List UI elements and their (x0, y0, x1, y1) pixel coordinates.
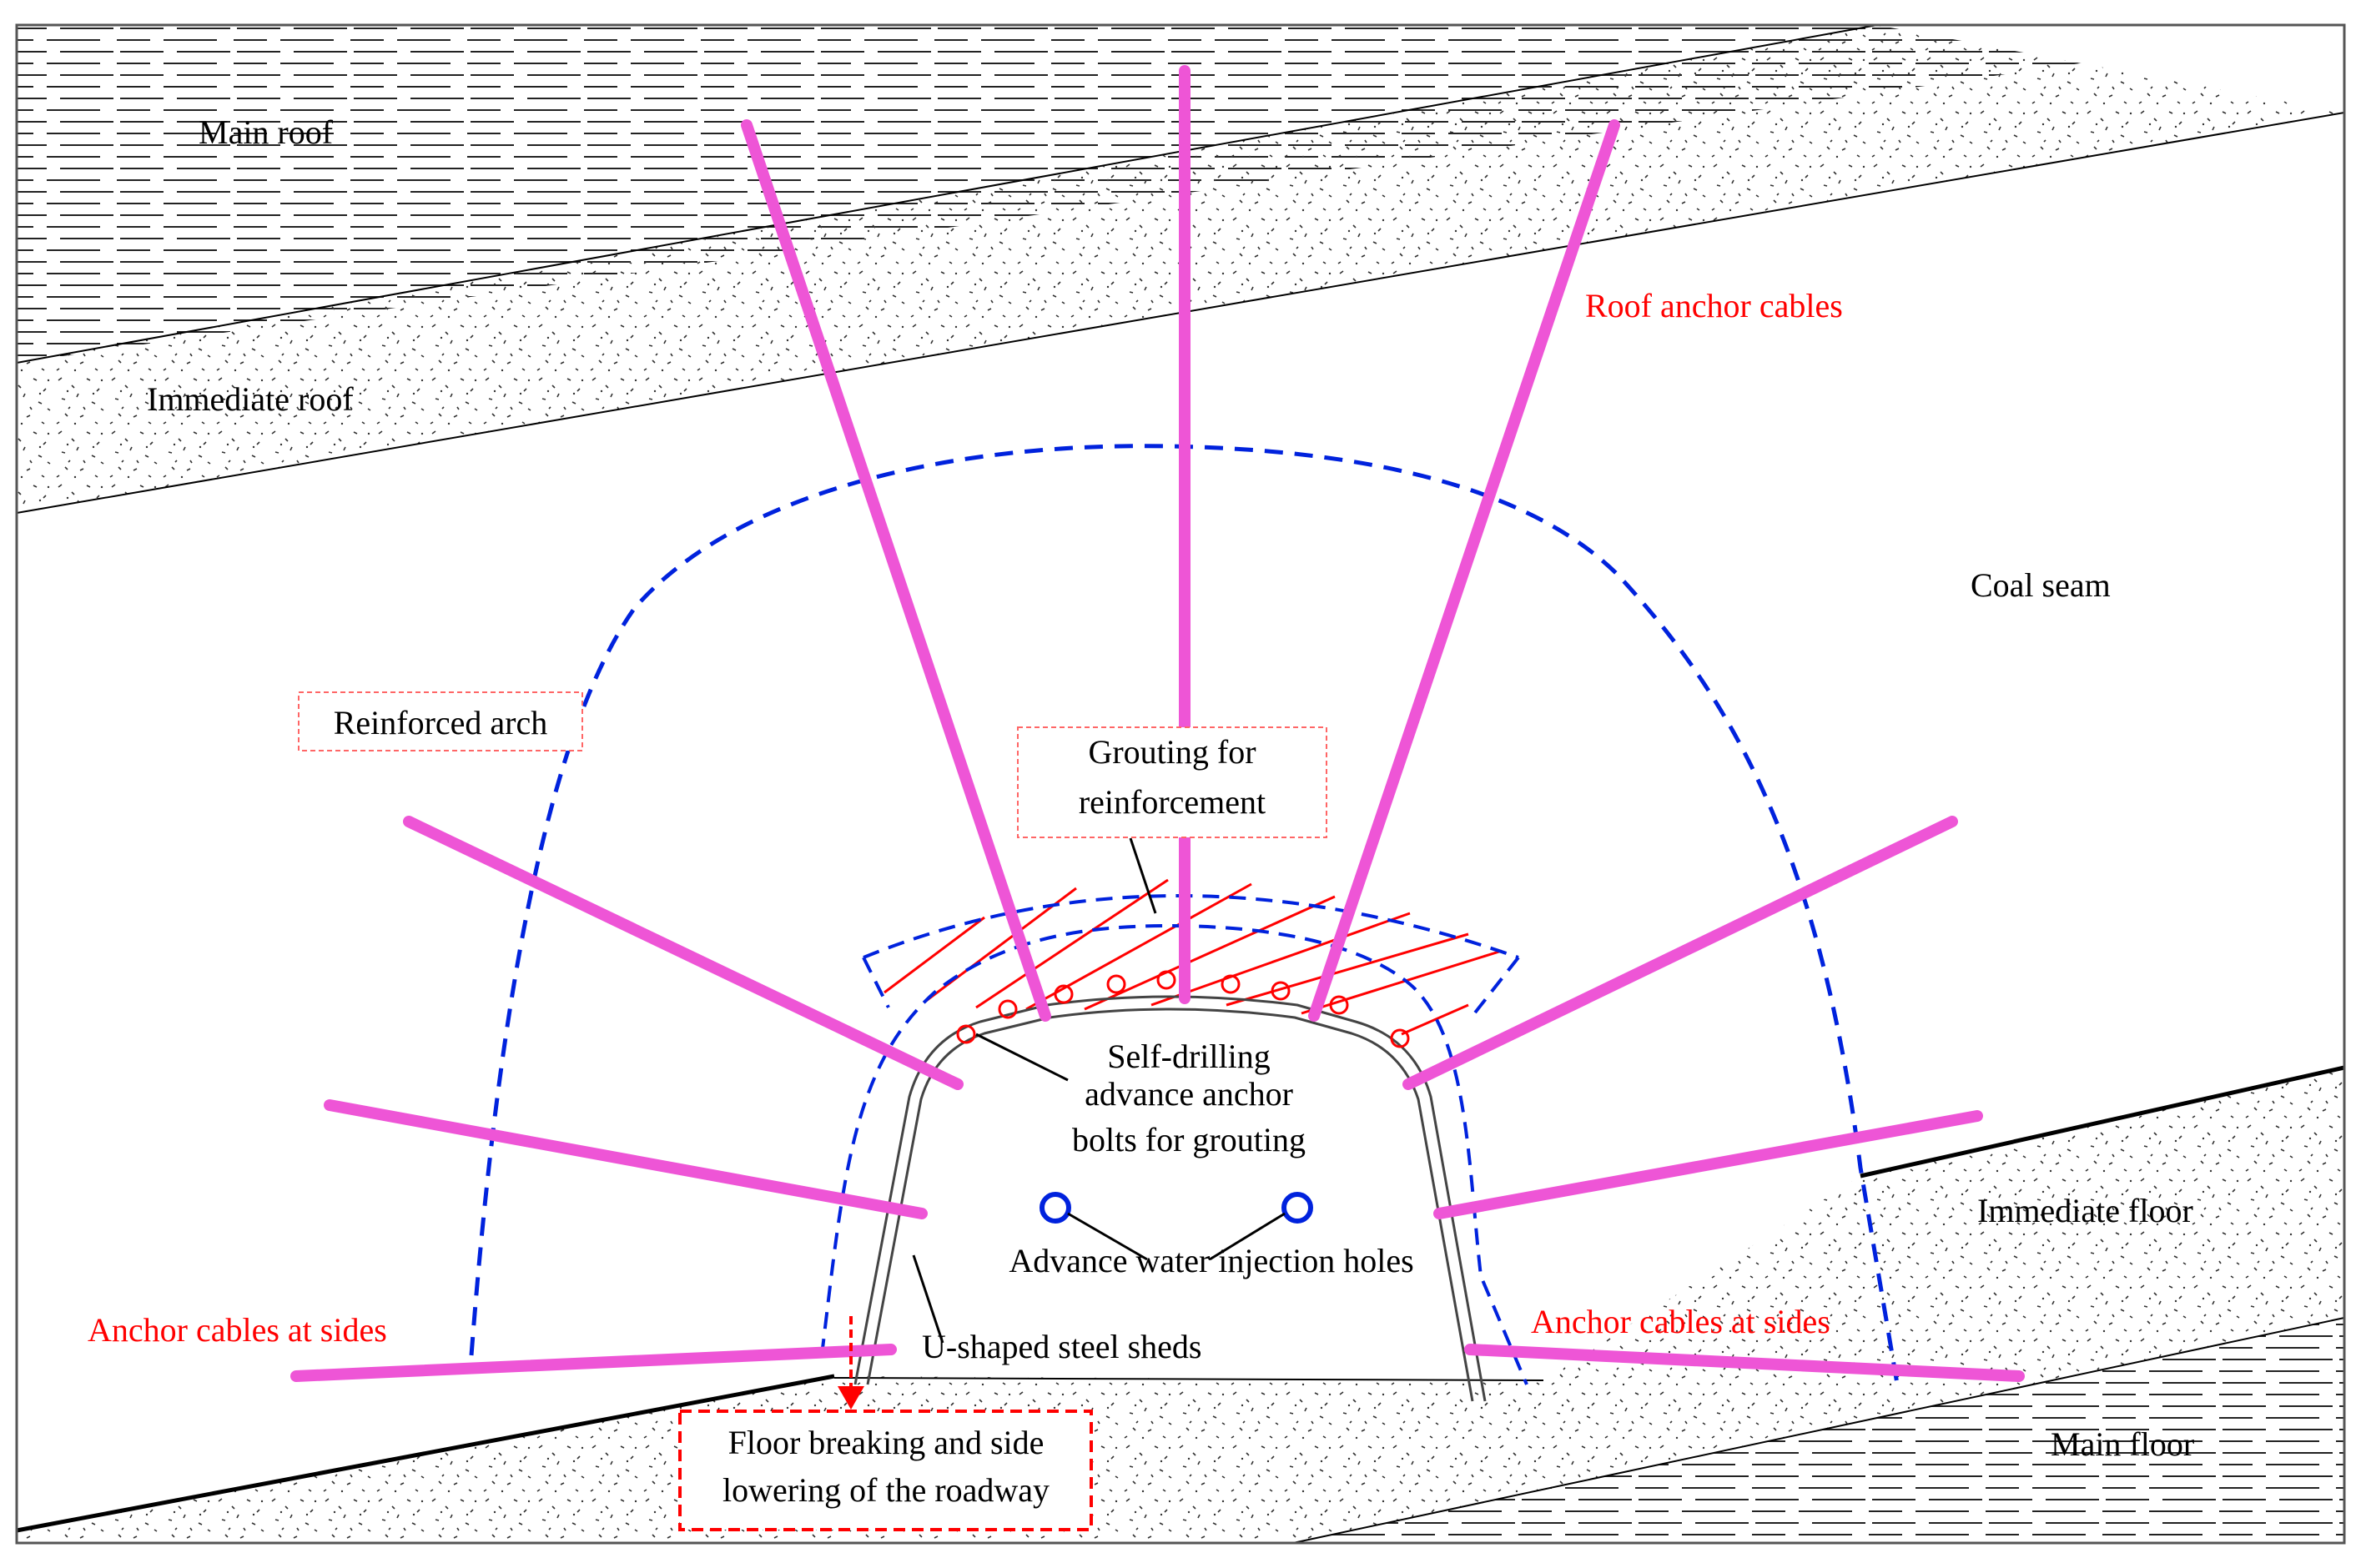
anchor-cables-left-label: Anchor cables at sides (88, 1311, 387, 1349)
side-cable-low-left (290, 1344, 897, 1382)
side-cable-upper-right (1402, 816, 1958, 1090)
bolt-head-icon (1329, 995, 1349, 1015)
grouting-zone (862, 878, 1520, 1036)
side-cable-low-right (1464, 1344, 2025, 1382)
floor-breaking-box (678, 1410, 1093, 1531)
anchor-cables (290, 65, 2025, 1382)
bolt-head-icon (1271, 981, 1291, 1001)
side-cable-upper-left (403, 816, 964, 1090)
roof-boundary-upper (16, 24, 1878, 364)
bolt-head-icon (1221, 974, 1241, 994)
water-hole-left-icon (1040, 1192, 1071, 1224)
u-shaped-sheds-label: U-shaped steel sheds (922, 1328, 1201, 1365)
anchor-cables-right-label: Anchor cables at sides (1531, 1303, 1830, 1340)
self-drilling-label-line1: Self-drilling (1107, 1038, 1271, 1075)
bolt-head-icon (998, 999, 1018, 1019)
self-drilling-label-line2: advance anchor (1085, 1075, 1293, 1113)
floor-breaking-label-line1: Floor breaking and side (728, 1424, 1045, 1461)
main-floor-label: Main floor (2051, 1425, 2194, 1463)
leader-grouting (1129, 837, 1157, 914)
main-roof-label: Main roof (199, 113, 334, 151)
figure-frame (15, 23, 2346, 1545)
u-shaped-steel-shed (853, 995, 1487, 1402)
immediate-floor-label: Immediate floor (1977, 1192, 2193, 1229)
roof-cable-left (741, 119, 1051, 1022)
bolt-head-icon (1156, 970, 1176, 990)
water-injection-holes (1040, 1192, 1313, 1224)
reinforced-arch-label: Reinforced arch (334, 704, 548, 741)
immediate-floor-layer (17, 1068, 2344, 1543)
water-injection-label: Advance water injection holes (1009, 1242, 1413, 1279)
floor-arrow-icon (838, 1316, 864, 1410)
side-cable-mid-left (324, 1099, 928, 1219)
floor-breaking-label-line2: lowering of the roadway (722, 1471, 1050, 1509)
leader-u-shed (912, 1254, 944, 1344)
reinforced-arch-box (298, 691, 583, 751)
inner-reinforcement-boundary (820, 923, 1528, 1385)
floor-boundary-left (16, 1374, 835, 1533)
bolt-head-icon (1106, 974, 1126, 994)
floor-boundary-lower (1292, 1317, 2345, 1544)
roof-cable-right (1308, 119, 1620, 1022)
side-cable-mid-right (1433, 1110, 1983, 1219)
leader-bolts (975, 1033, 1069, 1082)
bolt-head-icon (956, 1024, 976, 1044)
grouting-label-line2: reinforcement (1079, 783, 1266, 821)
water-hole-right-icon (1281, 1192, 1313, 1224)
leader-water-left (1067, 1212, 1148, 1261)
bolt-head-icon (1054, 984, 1074, 1004)
floor-roadway-base (833, 1377, 1544, 1381)
floor-boundary-upper (1860, 1065, 2345, 1179)
grouting-box (1017, 726, 1327, 838)
leader-water-right (1209, 1212, 1286, 1261)
reinforced-arch-outline (469, 444, 1900, 1390)
bolt-head-icon (1390, 1028, 1410, 1048)
roof-anchor-cables-label: Roof anchor cables (1585, 287, 1843, 324)
self-drilling-label-line3: bolts for grouting (1072, 1121, 1306, 1158)
immediate-roof-label: Immediate roof (147, 380, 354, 418)
coal-seam-label: Coal seam (1971, 566, 2111, 604)
grouting-label-line1: Grouting for (1088, 733, 1256, 771)
self-drilling-bolts (956, 970, 1410, 1048)
